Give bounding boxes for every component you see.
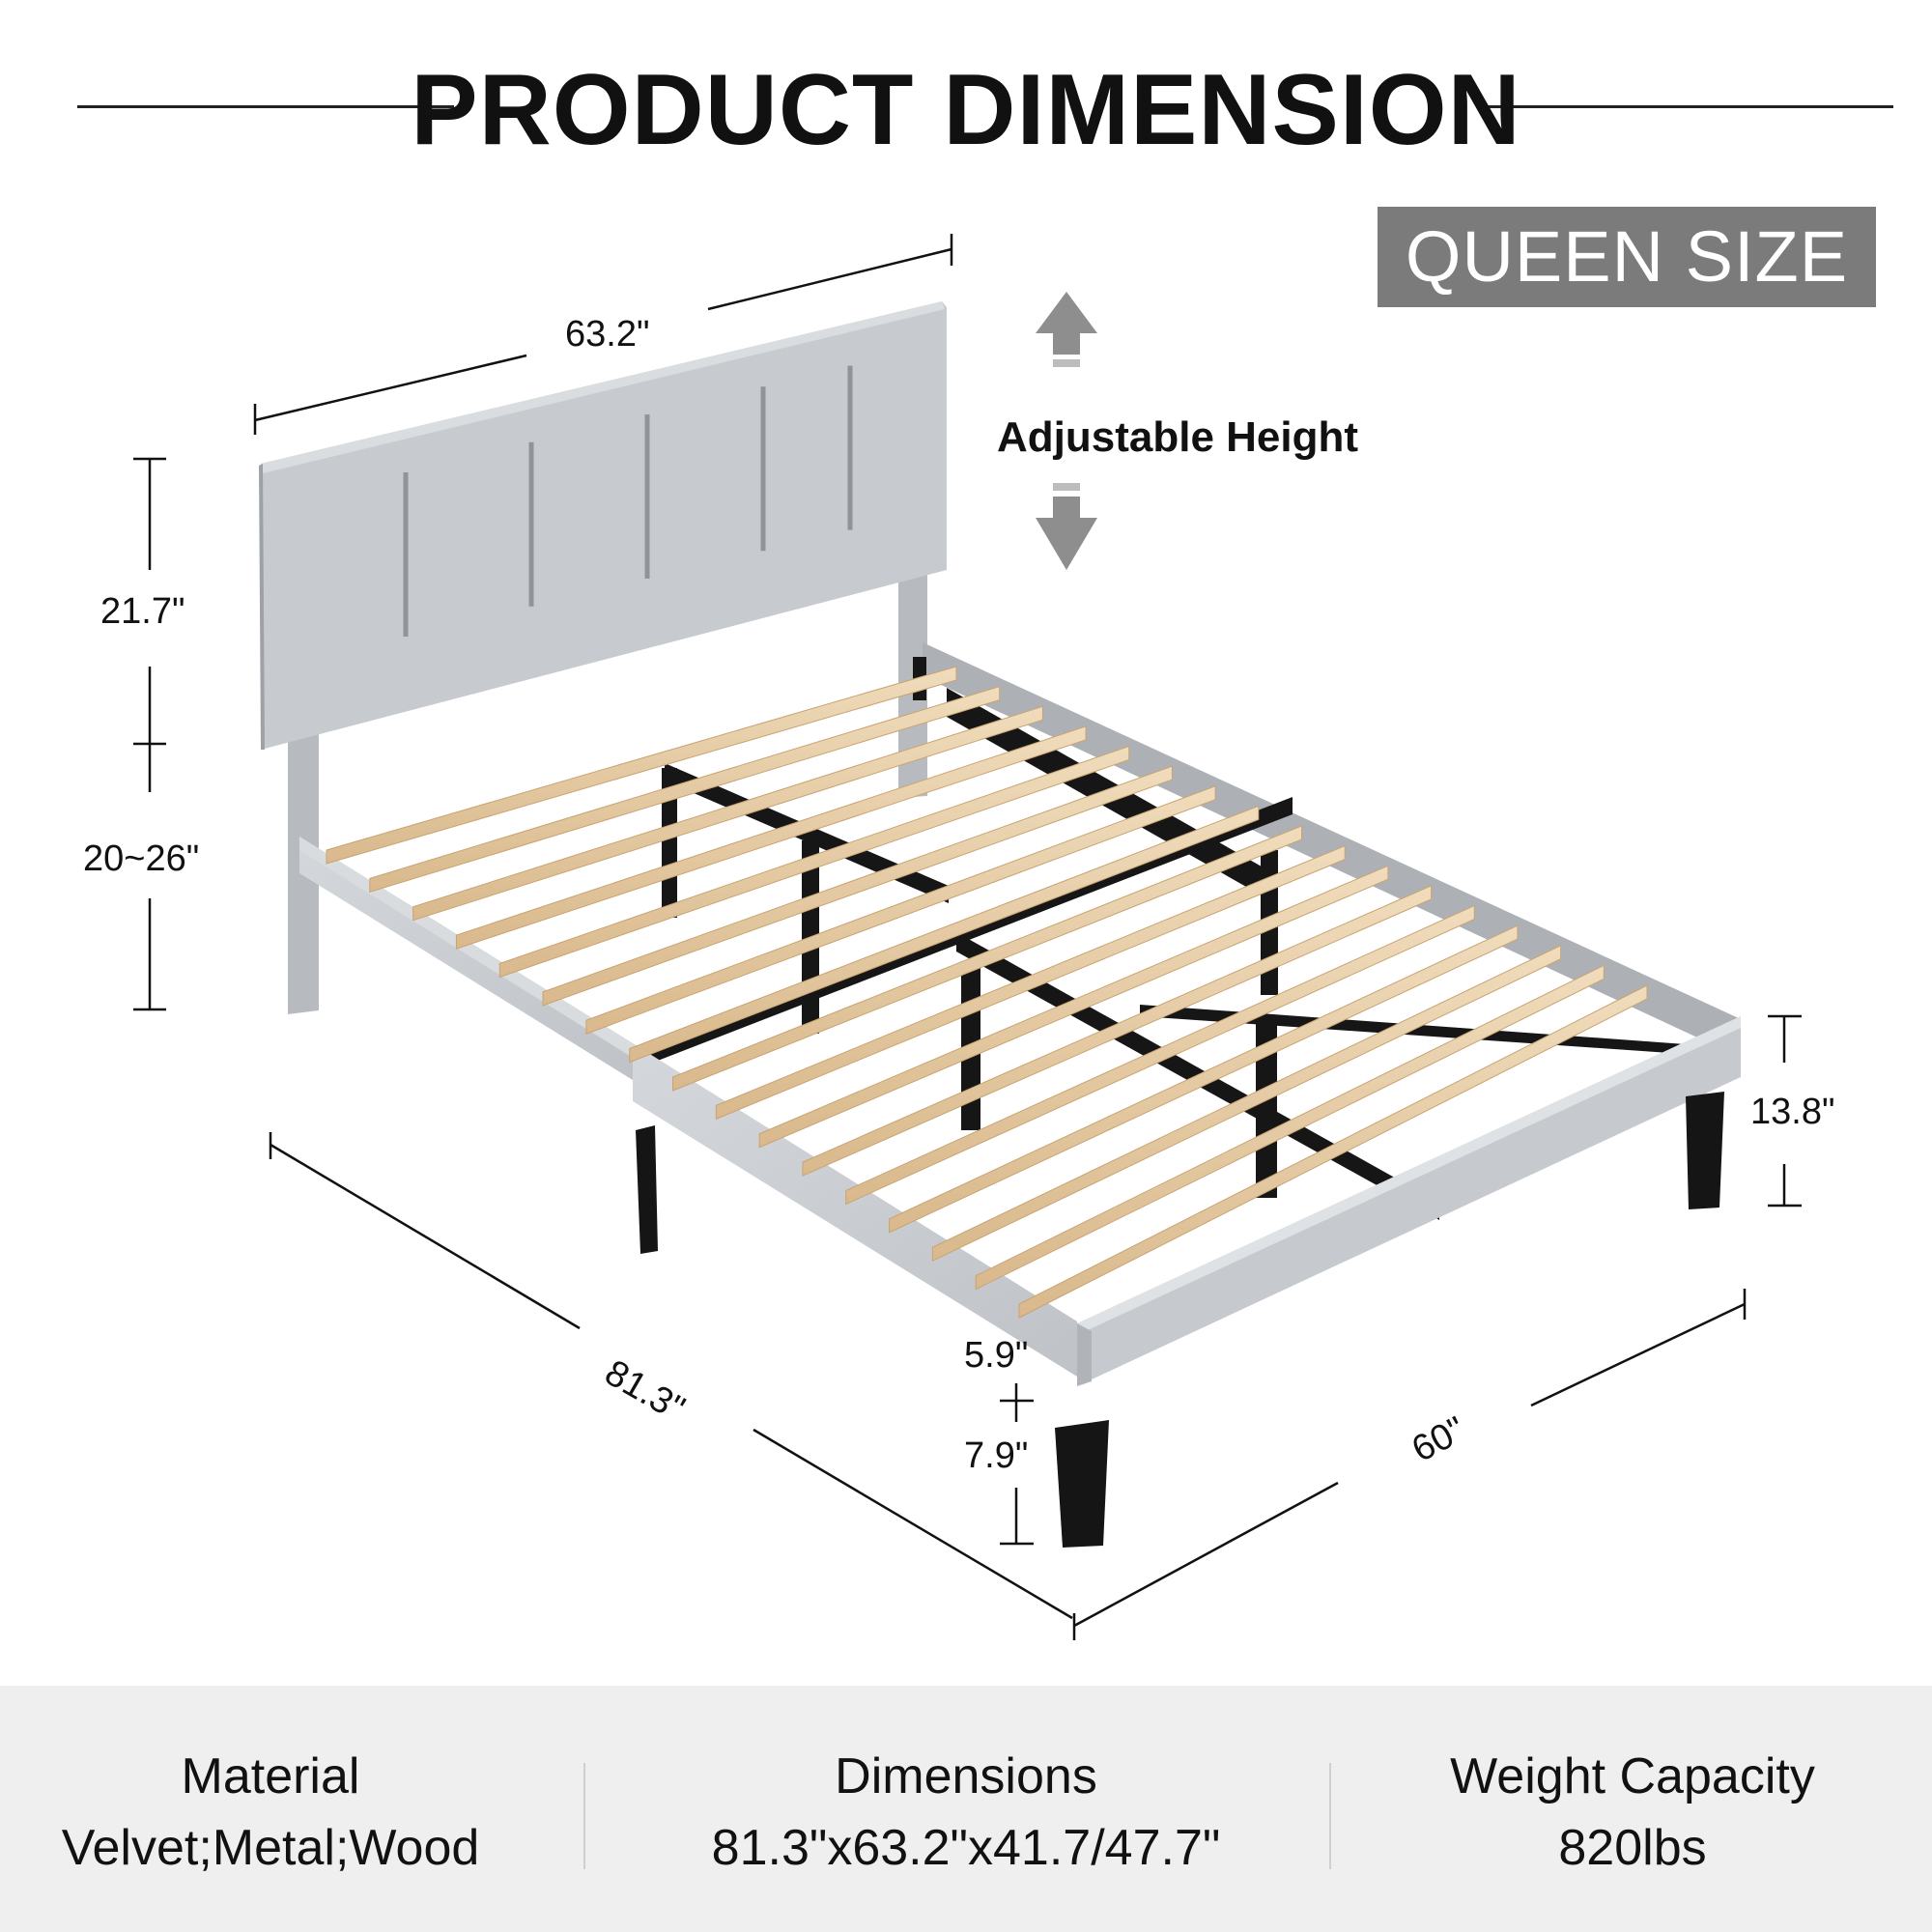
wood-slat [412, 705, 1043, 922]
spec-value: Velvet;Metal;Wood [61, 1820, 480, 1876]
wood-slat [672, 825, 1302, 1092]
wood-slat [758, 865, 1389, 1149]
adjustable-height-arrows [1036, 292, 1097, 570]
spec-value: 81.3"x63.2"x41.7/47.7" [711, 1820, 1221, 1876]
headboard [259, 301, 947, 750]
wood-slat [802, 885, 1433, 1177]
wood-slat [629, 805, 1260, 1064]
spec-label: Material [181, 1748, 360, 1804]
wood-slat [585, 785, 1216, 1035]
headboard-width-label: 63.2" [565, 314, 650, 355]
wood-slat [455, 725, 1087, 950]
spec-divider [1329, 1763, 1331, 1869]
page-title: PRODUCT DIMENSION [411, 54, 1521, 166]
wood-slat [715, 844, 1346, 1121]
wood-slat [1018, 984, 1648, 1319]
spec-weight-capacity: Weight Capacity 820lbs [1333, 1686, 1932, 1932]
wood-slats [326, 666, 1648, 1319]
wood-slat [975, 964, 1605, 1291]
wood-slat [369, 685, 1001, 894]
wood-slat [845, 904, 1475, 1206]
adjustable-height-label: Adjustable Height [997, 413, 1359, 461]
wood-slat [326, 666, 957, 865]
wood-slat [889, 924, 1519, 1234]
side-height-label: 13.8" [1750, 1092, 1835, 1132]
bed-illustration [133, 234, 1802, 1640]
wood-slat [542, 765, 1173, 1007]
spec-value: 820lbs [1558, 1820, 1707, 1876]
spec-label: Weight Capacity [1450, 1748, 1815, 1804]
headboard-channels [403, 365, 853, 637]
adjustable-range-label: 20~26" [83, 838, 200, 879]
spec-dimensions: Dimensions 81.3"x63.2"x41.7/47.7" [589, 1686, 1343, 1932]
title-rule-right [1478, 105, 1893, 108]
legs [636, 1092, 1724, 1548]
leg-height-label: 7.9" [964, 1435, 1029, 1476]
wood-slat [931, 944, 1562, 1263]
size-badge: QUEEN SIZE [1378, 207, 1876, 307]
spec-material: Material Velvet;Metal;Wood [0, 1686, 541, 1932]
spec-label: Dimensions [835, 1748, 1097, 1804]
wood-slat [498, 745, 1130, 979]
title-rule-left [77, 105, 454, 108]
frame-height-label: 5.9" [964, 1335, 1029, 1376]
page-title-block: PRODUCT DIMENSION [0, 39, 1932, 174]
headboard-height-label: 21.7" [100, 591, 185, 632]
specs-footer: Material Velvet;Metal;Wood Dimensions 81… [0, 1686, 1932, 1932]
dimension-lines [133, 234, 1802, 1640]
spec-divider [583, 1763, 585, 1869]
